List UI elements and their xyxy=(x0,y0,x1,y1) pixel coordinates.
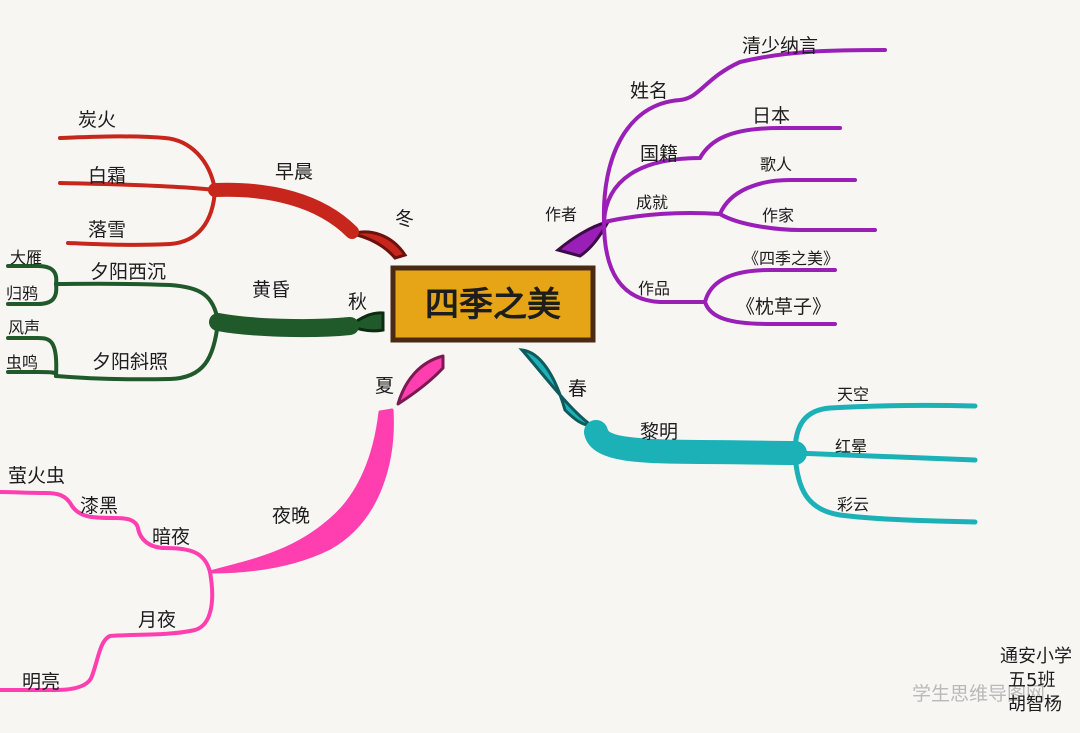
author-work-2: 《枕草子》 xyxy=(736,296,831,318)
autumn-time-label: 黄昏 xyxy=(252,279,290,301)
author-sub-name xyxy=(601,48,887,224)
summer-sub-1 xyxy=(0,490,212,574)
autumn-sub-1 xyxy=(54,281,220,324)
spring-sub-2 xyxy=(792,450,978,463)
spring-item-2: 红晕 xyxy=(835,437,867,456)
autumn-leaf-3 xyxy=(6,336,59,378)
autumn-sub-label-2: 夕阳斜照 xyxy=(92,351,168,373)
author-nation: 日本 xyxy=(752,105,790,127)
author-achievement-2: 作家 xyxy=(762,206,794,225)
summer-sub-2 xyxy=(0,570,215,692)
winter-sub-1 xyxy=(58,134,217,192)
summer-branch-label-2: 漆黑 xyxy=(80,495,118,517)
autumn-leaf-label-4: 虫鸣 xyxy=(6,353,38,372)
autumn-leaf-label-3: 风声 xyxy=(8,318,40,337)
summer-leaf-label-1: 萤火虫 xyxy=(8,465,65,487)
center-title: 四季之美 xyxy=(425,285,561,325)
autumn-leaf-label-2: 归鸦 xyxy=(6,284,38,303)
autumn-main-line xyxy=(209,313,359,338)
watermark: 学生思维导图网 xyxy=(912,683,1045,705)
spring-item-1: 天空 xyxy=(837,385,869,404)
author-achievement-label: 成就 xyxy=(636,193,668,212)
winter-season-label: 冬 xyxy=(395,208,414,230)
winter-item-2: 白霜 xyxy=(88,165,126,187)
center-node: 四季之美 xyxy=(390,265,596,343)
author-sub-nation xyxy=(602,126,842,224)
autumn-sub-label-1: 夕阳西沉 xyxy=(90,261,166,283)
signature-name: 胡智杨 xyxy=(1008,694,1062,715)
author-sub-achievement xyxy=(602,178,877,232)
winter-sub-3 xyxy=(66,188,217,247)
winter-time-label: 早晨 xyxy=(275,161,313,183)
winter-sub-2 xyxy=(58,181,217,192)
spring-sub-1 xyxy=(792,402,978,456)
spring-time-label: 黎明 xyxy=(640,421,678,443)
autumn-leaf-label-1: 大雁 xyxy=(10,248,42,267)
spring-sub-3 xyxy=(792,450,978,525)
winter-tip-shape xyxy=(346,230,408,260)
author-sub-works xyxy=(602,220,837,326)
summer-season-label: 夏 xyxy=(375,375,394,397)
autumn-season-label: 秋 xyxy=(348,291,367,313)
author-name-label: 姓名 xyxy=(630,80,668,102)
spring-tip-shape xyxy=(518,348,598,429)
signature-school: 通安小学 xyxy=(1000,646,1072,667)
center-box xyxy=(390,265,596,343)
author-nation-label: 国籍 xyxy=(640,143,678,165)
author-branch xyxy=(554,48,887,326)
winter-branch xyxy=(58,134,408,260)
author-work-1: 《四季之美》 xyxy=(743,249,839,268)
spring-branch xyxy=(518,348,978,525)
autumn-leaf-4 xyxy=(6,370,59,378)
winter-item-1: 炭火 xyxy=(78,109,116,131)
author-works-label: 作品 xyxy=(638,279,670,298)
author-tip-shape xyxy=(554,219,611,258)
author-label: 作者 xyxy=(545,205,577,224)
autumn-leaf-1 xyxy=(6,264,59,286)
spring-item-3: 彩云 xyxy=(837,495,869,514)
spring-season-label: 春 xyxy=(568,378,587,400)
winter-main-line xyxy=(208,182,359,239)
winter-item-3: 落雪 xyxy=(88,219,126,241)
summer-leaf-label-2: 明亮 xyxy=(22,671,60,693)
summer-time-label: 夜晚 xyxy=(272,505,310,527)
autumn-sub-2 xyxy=(54,320,220,382)
summer-tip-shape xyxy=(396,354,445,406)
summer-branch-label-1: 暗夜 xyxy=(152,526,190,548)
autumn-leaf-2 xyxy=(6,282,59,306)
author-name: 清少纳言 xyxy=(742,35,818,57)
summer-branch-label-3: 月夜 xyxy=(138,609,176,631)
spring-main-line xyxy=(584,420,807,465)
signature-class: 五5班 xyxy=(1008,670,1055,691)
summer-main-shape xyxy=(208,408,394,574)
summer-branch xyxy=(0,354,445,692)
autumn-branch xyxy=(6,264,385,382)
author-achievement-1: 歌人 xyxy=(760,155,792,174)
